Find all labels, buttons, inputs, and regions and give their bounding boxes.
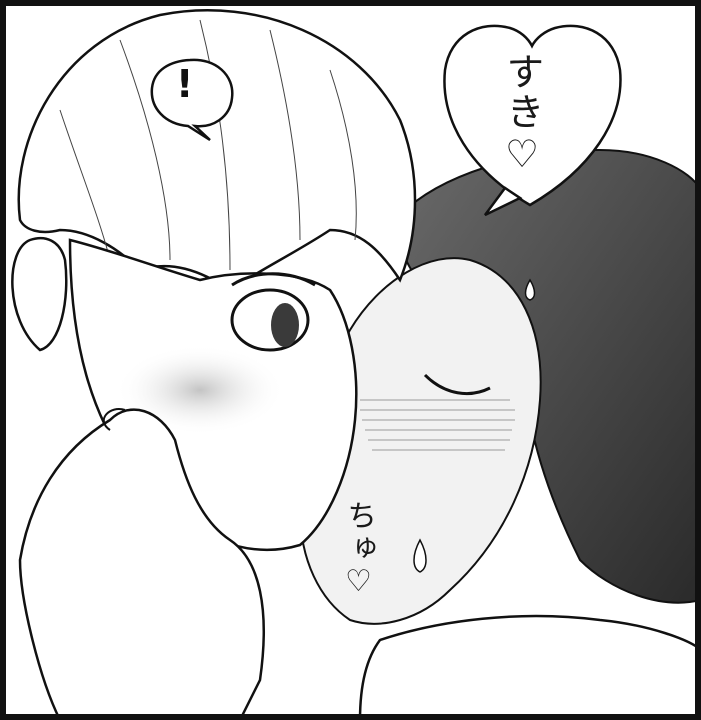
sweat-drop	[524, 278, 536, 301]
eye-pupil	[271, 303, 299, 347]
cheek-blush	[115, 345, 285, 435]
ear	[11, 236, 68, 352]
hand	[18, 408, 265, 720]
thumb-nail	[102, 408, 126, 431]
hair-strands	[59, 19, 357, 271]
closed-eye	[423, 373, 491, 396]
sweat-drop-cheek	[413, 538, 427, 573]
eyebrow	[231, 272, 316, 287]
exclamation-mark: !	[176, 62, 194, 106]
speech-bubble-text: すき♡	[500, 52, 544, 178]
kiss-sound-effect: ちゅ♡	[341, 500, 376, 601]
bubble-tail	[483, 186, 523, 217]
face-shading-lines	[360, 399, 515, 451]
exclamation-bubble	[150, 58, 234, 142]
shoulder	[358, 614, 701, 720]
heart-speech-bubble	[443, 24, 622, 207]
